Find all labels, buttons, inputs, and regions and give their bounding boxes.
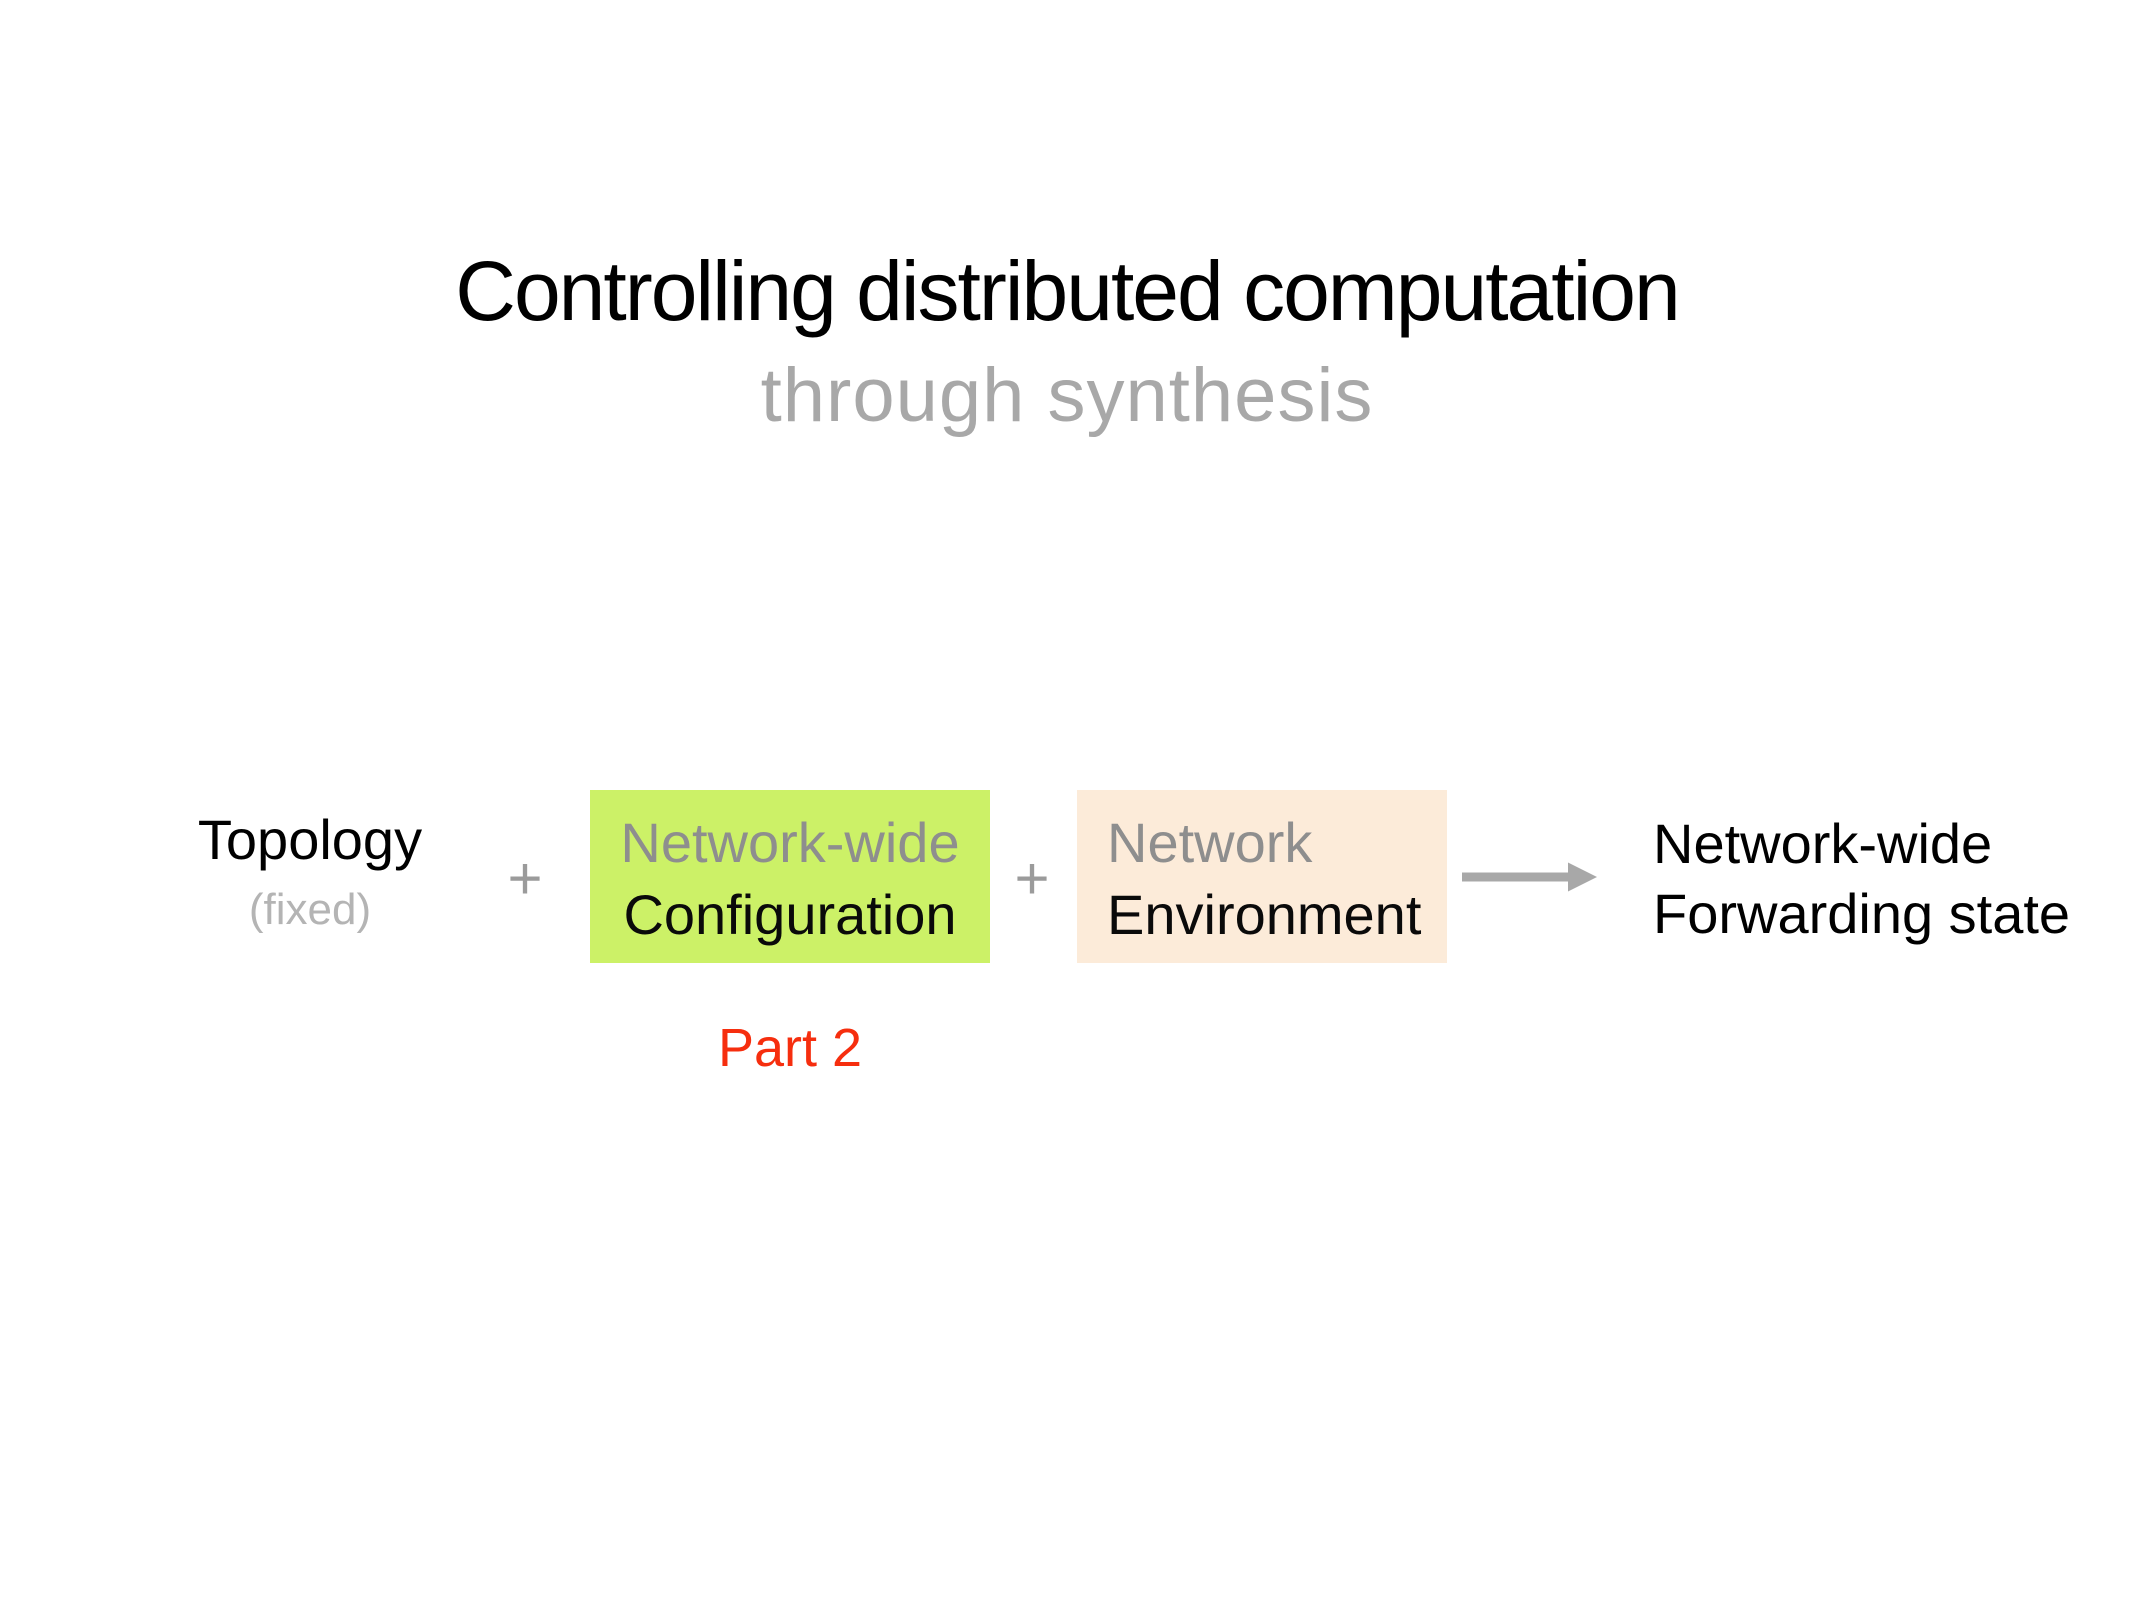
plus-sign-2: + [1014, 845, 1050, 912]
forwarding-state-label: Network-wide Forwarding state [1653, 809, 2070, 949]
topology-fixed-note: (fixed) [248, 885, 372, 934]
environment-box-line1: Network [1107, 810, 1313, 874]
forwarding-state-line1: Network-wide [1653, 812, 1993, 875]
configuration-box: Network-wide Configuration [590, 790, 990, 963]
slide-subtitle: through synthesis [760, 353, 1374, 438]
environment-box-line2: Environment [1107, 882, 1422, 946]
forwarding-state-line2: Forwarding state [1653, 882, 2071, 945]
environment-box: Network Environment [1077, 790, 1447, 963]
plus-sign-1: + [507, 845, 543, 912]
right-arrow-icon [1455, 858, 1605, 898]
configuration-box-line2: Configuration [623, 882, 957, 946]
slide-title: Controlling distributed computation [455, 244, 1680, 338]
part-2-label: Part 2 [717, 1018, 863, 1078]
topology-label: Topology [197, 808, 423, 871]
configuration-box-line1: Network-wide [620, 810, 960, 874]
